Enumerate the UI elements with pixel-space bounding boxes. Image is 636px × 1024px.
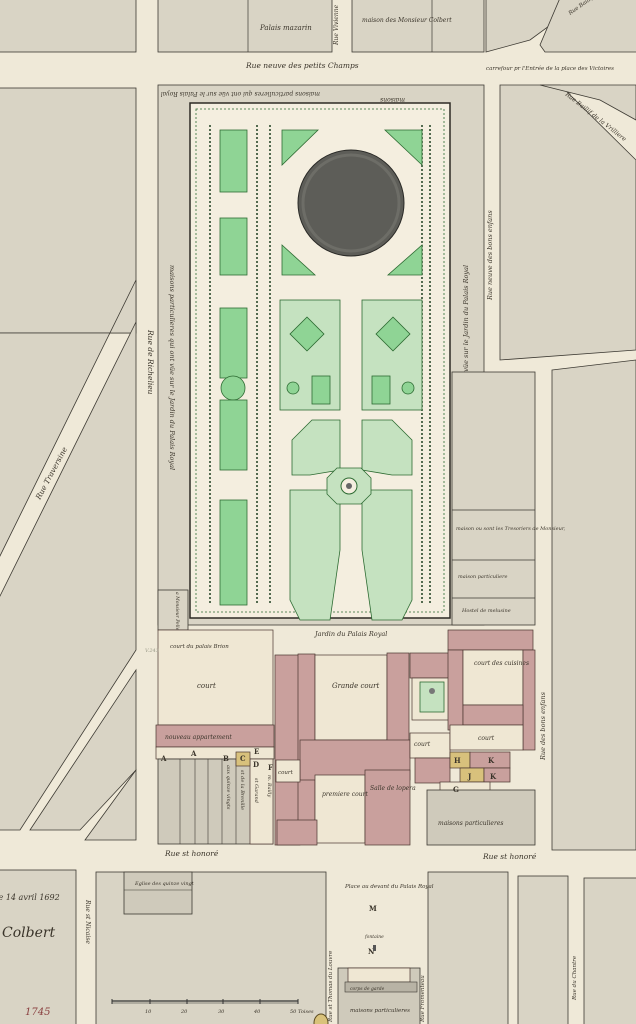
plan-letter: A [160, 754, 167, 763]
plan-letter: M [369, 904, 377, 913]
street-st-thomas: Rue st Thomas du Louvre [328, 950, 334, 1023]
label-salle-opera: Salle de lopera [370, 785, 416, 792]
right-blocks [451, 84, 636, 851]
label-premiere-cour: premiere court [322, 791, 368, 798]
palais-buildings [155, 629, 536, 846]
margin-note: V.243 [145, 648, 159, 654]
plan-letter: K [488, 756, 495, 765]
label-maison-tresoriers: maison ou sont les Tresoriers de Monsieu… [456, 526, 566, 532]
label-corps-de-garde: corps de garde [350, 986, 385, 992]
year-note: 1745 [25, 1007, 50, 1018]
label-strip-3: st Garand [253, 778, 259, 803]
label-nouvel-appartement: nouveau appartement [165, 734, 232, 741]
label-cour-palais-brion: court du palais Brion [170, 644, 229, 650]
inscription: le 14 avril 1692 [0, 893, 60, 902]
plan-letter: B [223, 754, 229, 763]
scale-tick: 30 [218, 1009, 225, 1015]
street-st-nicaise: Rue st Nicaise [84, 899, 91, 944]
label-maisons-bottom: maisons particulieres [350, 1008, 410, 1014]
label-palais-mazarin: Palais mazarin [259, 24, 312, 32]
signature: Colbert [2, 925, 56, 941]
plan-letter: K [490, 772, 497, 781]
label-strip-4: m. Bailly [266, 775, 272, 797]
street-bons-enfans-lower: Rue des bons enfans [539, 691, 547, 761]
street-petits-champs: Rue neuve des petits Champs [245, 61, 359, 70]
scale-tick: 50 Toises [290, 1009, 314, 1015]
label-maisons-top: maisons particulieres qui ont vüe sur le… [161, 90, 320, 97]
scale-tick: 40 [253, 1009, 261, 1015]
street-bons-enfans: Rue neuve des bons enfans [486, 210, 494, 301]
plan-letter: C [240, 754, 246, 763]
label-hotel-melusine: Hostel de melusine [461, 608, 511, 614]
label-hotel-small: a Monsieur Pelletier [174, 592, 180, 639]
label-maisons-left: maisons particulieres qui ont vüe sur le… [168, 265, 176, 470]
scale-tick: 20 [180, 1009, 188, 1015]
plan-letter: F [268, 763, 273, 772]
street-rue-vivienne: Rue Vivienne [333, 4, 340, 46]
plan-letter: J [467, 772, 472, 781]
bottom-blocks [0, 869, 636, 1024]
top-blocks [0, 0, 636, 53]
label-eglise: Eglise des quinze vingt [134, 881, 195, 887]
plan-letter: H [454, 756, 461, 765]
left-blocks [0, 87, 137, 841]
plan-letters: A A B C D E F G H J K K M N [160, 747, 497, 956]
jardin-du-palais-royal [189, 102, 451, 621]
plan-letter: A [190, 749, 197, 758]
street-chantre: Rue du Chantre [572, 955, 578, 1001]
plan-letter: D [253, 760, 259, 769]
label-maisons-right: maisons particulieres qui ont vüe sur le… [462, 265, 470, 470]
small-hotel-block [157, 589, 189, 631]
street-fromenteau: Rue Fromenteau [420, 975, 426, 1023]
label-cour-small: court [414, 741, 431, 748]
label-cour-small2: court [278, 770, 294, 776]
label-maisons-top-right: maisons [380, 96, 405, 103]
label-grande-cour: Grande court [332, 682, 379, 690]
street-st-honore-left: Rue st honoré [164, 849, 219, 858]
label-cour-cuisine: court des cuisines [474, 660, 529, 667]
scale-tick: 10 [145, 1009, 152, 1015]
stamp [313, 1013, 329, 1024]
label-strip-1: aux quinze vingts [225, 765, 231, 810]
label-strip-2: st de la Brenille [239, 770, 245, 810]
label-carrefour: carrefour pr l'Entrée de la place des Vi… [486, 65, 614, 72]
street-st-honore-right: Rue st honoré [482, 852, 537, 861]
label-fontaine: fontaine [364, 934, 384, 940]
label-maison-colbert: maison des Monsieur Colbert [362, 17, 452, 24]
label-maisons-particulieres-right: maisons particulieres [438, 820, 503, 827]
label-jardin: Jardin du Palais Royal [313, 630, 387, 638]
scale-bar: 10 20 30 40 50 Toises [111, 999, 314, 1015]
label-place: Place au devant du Palais Royal [344, 884, 434, 890]
label-maison-particuliere: maison particuliere [458, 574, 507, 580]
plan-letter: G [453, 785, 459, 794]
plan-letter: N [368, 947, 375, 956]
plan-letter: E [254, 747, 259, 756]
label-cour-right: court [478, 735, 495, 742]
label-cour: court [197, 682, 216, 690]
street-richelieu: Rue de Richelieu [146, 329, 155, 395]
